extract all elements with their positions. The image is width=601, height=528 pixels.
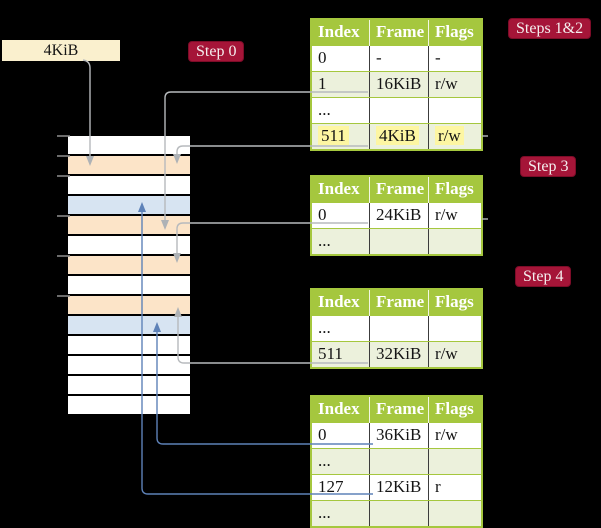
highlighted-value: 511 (318, 126, 349, 145)
table-cell (369, 501, 428, 526)
table-row: ... (312, 229, 481, 254)
table-cell: ... (318, 100, 331, 119)
table-cell (428, 98, 481, 123)
table-header-row: Index Frame Flags (312, 20, 481, 46)
memory-frame-row (68, 136, 190, 156)
table-cell (369, 98, 428, 123)
page-table-1: Index Frame Flags 0 - - 1 16KiB r/w ... … (310, 18, 483, 151)
column-header-frame: Frame (369, 397, 428, 423)
memory-frame-row (68, 176, 190, 196)
table-cell: r/w (428, 423, 481, 448)
table-cell (428, 316, 481, 341)
table-cell: 36KiB (369, 423, 428, 448)
table-cell: 1 (318, 74, 327, 93)
memory-frame-row (68, 336, 190, 356)
page-table-3: Index Frame Flags ... 511 32KiB r/w (310, 288, 483, 369)
table-cell: ... (318, 318, 331, 337)
table-cell: 127 (318, 477, 344, 496)
highlighted-value: 4KiB (376, 126, 419, 145)
column-header-index: Index (318, 399, 360, 418)
table-row: 0 - - (312, 46, 481, 72)
memory-frame-row (68, 276, 190, 296)
step-0-label: Step 0 (188, 41, 245, 62)
table-cell (369, 229, 428, 254)
table-header-row: Index Frame Flags (312, 397, 481, 423)
column-header-index: Index (318, 292, 360, 311)
table-header-row: Index Frame Flags (312, 177, 481, 203)
column-header-index: Index (318, 179, 360, 198)
table-cell: r/w (428, 124, 481, 149)
step-4-label: Step 4 (515, 266, 572, 287)
column-header-flags: Flags (428, 290, 481, 316)
table-cell: r (428, 475, 481, 500)
table-cell (428, 449, 481, 474)
column-header-flags: Flags (428, 177, 481, 203)
table-cell: r/w (428, 342, 481, 367)
table-cell (428, 501, 481, 526)
physical-memory-column (68, 136, 190, 416)
frame-size-label: 4KiB (43, 41, 79, 59)
column-header-index: Index (318, 22, 360, 41)
table-row: ... (312, 449, 481, 475)
table-row-highlighted: 511 4KiB r/w (312, 124, 481, 149)
column-header-flags: Flags (428, 397, 481, 423)
table-header-row: Index Frame Flags (312, 290, 481, 316)
memory-frame-row (68, 376, 190, 396)
table-cell (428, 229, 481, 254)
memory-frame-row (68, 316, 190, 336)
table-cell: 32KiB (369, 342, 428, 367)
table-cell: r/w (428, 203, 481, 228)
column-header-frame: Frame (369, 290, 428, 316)
table-cell: 511 (312, 124, 369, 149)
table-cell (369, 316, 428, 341)
page-table-4: Index Frame Flags 0 36KiB r/w ... 127 12… (310, 395, 483, 528)
table-row: ... (312, 501, 481, 526)
column-header-frame: Frame (369, 20, 428, 46)
table-cell: - (369, 46, 428, 71)
table-row: 127 12KiB r (312, 475, 481, 501)
table-cell: 0 (318, 205, 327, 224)
table-row: 511 32KiB r/w (312, 342, 481, 367)
memory-frame-row (68, 256, 190, 276)
table-cell: 16KiB (369, 72, 428, 97)
table-cell: 12KiB (369, 475, 428, 500)
steps-1-2-label: Steps 1&2 (508, 18, 592, 39)
memory-frame-row (68, 236, 190, 256)
highlighted-value: r/w (435, 126, 464, 145)
table-cell: - (428, 46, 481, 71)
table-row: 1 16KiB r/w (312, 72, 481, 98)
frame-size-box: 4KiB (2, 40, 120, 61)
table-cell: 24KiB (369, 203, 428, 228)
column-header-flags: Flags (428, 20, 481, 46)
table-row: ... (312, 98, 481, 124)
memory-frame-row (68, 396, 190, 416)
table-cell: ... (318, 451, 331, 470)
table-cell: 0 (318, 425, 327, 444)
column-header-frame: Frame (369, 177, 428, 203)
table-row: 0 36KiB r/w (312, 423, 481, 449)
table-row: 0 24KiB r/w (312, 203, 481, 229)
table-cell: r/w (428, 72, 481, 97)
memory-frame-row (68, 156, 190, 176)
table-row: ... (312, 316, 481, 342)
table-cell (369, 449, 428, 474)
table-cell: 0 (318, 48, 327, 67)
table-cell: ... (318, 231, 331, 250)
table-cell: ... (318, 503, 331, 522)
memory-frame-row (68, 356, 190, 376)
table-cell: 511 (318, 344, 343, 363)
page-table-2: Index Frame Flags 0 24KiB r/w ... (310, 175, 483, 256)
memory-frame-row (68, 296, 190, 316)
memory-frame-row (68, 216, 190, 236)
step-3-label: Step 3 (520, 156, 577, 177)
table-cell: 4KiB (369, 124, 428, 149)
memory-frame-row (68, 196, 190, 216)
